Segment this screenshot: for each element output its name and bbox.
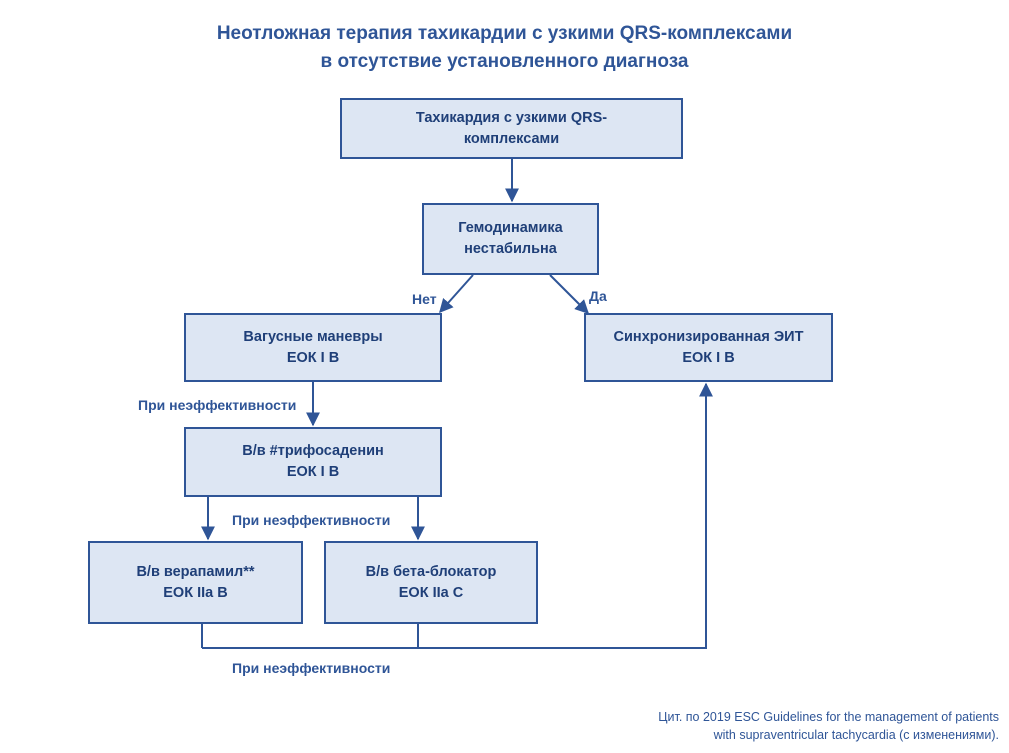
title-line-2: в отсутствие установленного диагноза — [320, 51, 689, 72]
label-ineffective-3: При неэффективности — [232, 660, 391, 676]
node-adenosine-line-1: В/в #трифосаденин — [242, 443, 384, 459]
node-adenosine: В/в #трифосаденин ЕОК I В — [184, 427, 442, 497]
node-betablocker-line-1: В/в бета-блокатор — [365, 563, 497, 580]
node-adenosine-line-2: ЕОК I В — [286, 464, 340, 480]
node-eit-line-1: Синхронизированная ЭИТ — [613, 328, 804, 345]
node-vagal-line-1: Вагусные маневры — [243, 328, 383, 345]
node-betablocker: В/в бета-блокатор ЕОК IIa С — [324, 541, 538, 624]
label-ineffective-1: При неэффективности — [138, 397, 297, 413]
citation-line-2: with supraventricular tachycardia (с изм… — [713, 728, 999, 742]
node-start-line-2: комплексами — [463, 130, 560, 147]
arrow-no-to-vagal — [439, 274, 474, 314]
node-vagal-line-2: ЕОК I В — [286, 349, 340, 366]
node-verapamil: В/в верапамил** ЕОК IIa В — [88, 541, 303, 624]
node-verapamil-line-2: ЕОК IIa В — [163, 584, 228, 601]
citation-line-1: Цит. по 2019 ESC Guidelines for the mana… — [658, 710, 999, 724]
arrow-to-eit — [202, 382, 713, 649]
title-line-1: Неотложная терапия тахикардии с узкими Q… — [216, 23, 793, 44]
node-eit: Синхронизированная ЭИТ ЕОК I В — [584, 313, 833, 382]
node-eit-line-2: ЕОК I В — [682, 349, 735, 366]
label-no: Нет — [412, 291, 437, 307]
citation: Цит. по 2019 ESC Guidelines for the mana… — [658, 708, 999, 744]
node-verapamil-line-1: В/в верапамил** — [136, 563, 255, 580]
diagram-title: Неотложная терапия тахикардии с узкими Q… — [0, 20, 1009, 76]
label-yes: Да — [589, 288, 607, 304]
node-betablocker-line-2: ЕОК IIa С — [398, 584, 464, 601]
label-ineffective-2: При неэффективности — [232, 512, 391, 528]
node-hemodynamics-line-1: Гемодинамика — [458, 220, 563, 236]
node-vagal: Вагусные маневры ЕОК I В — [184, 313, 442, 382]
node-hemodynamics: Гемодинамика нестабильна — [422, 203, 599, 275]
node-start: Тахикардия с узкими QRS- комплексами — [340, 98, 683, 159]
node-hemodynamics-line-2: нестабильна — [464, 241, 557, 257]
arrow-yes-to-eit — [549, 274, 589, 314]
node-start-line-1: Тахикардия с узкими QRS- — [415, 109, 608, 126]
